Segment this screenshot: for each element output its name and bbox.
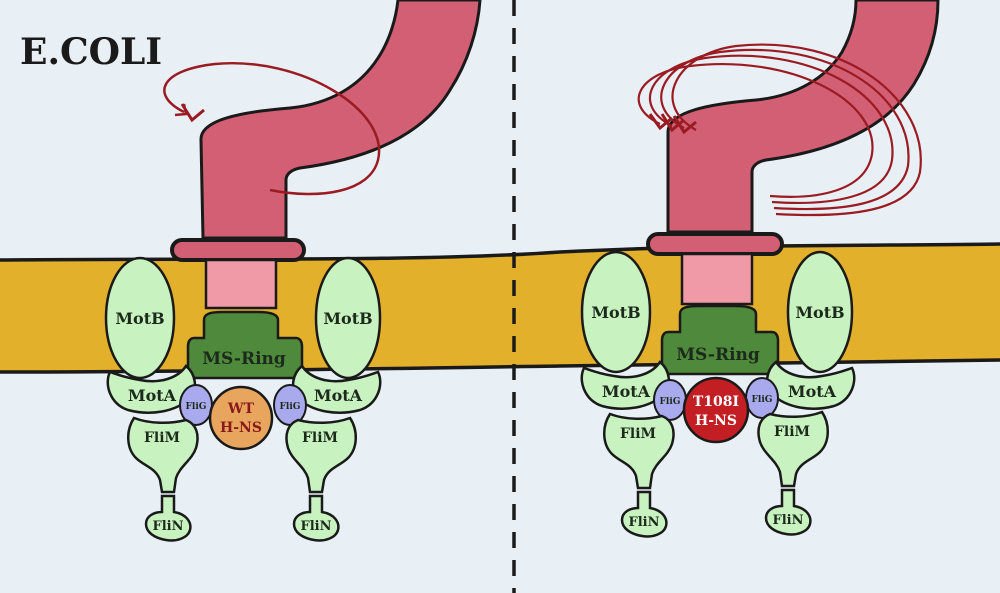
flin-label-left-b: FliN bbox=[301, 519, 332, 534]
mota-label-right-a: MotA bbox=[602, 382, 651, 401]
flim-label-right-a: FliM bbox=[620, 426, 656, 442]
motb-right-b bbox=[786, 250, 854, 374]
motb-left-a bbox=[104, 256, 176, 380]
motb-label-left-a: MotB bbox=[115, 309, 164, 328]
rotation-arrows-right bbox=[637, 43, 922, 217]
flin-label-right-b: FliN bbox=[773, 513, 804, 528]
mota-label-right-b: MotA bbox=[788, 382, 837, 401]
flagellum-filament-left bbox=[199, 0, 482, 240]
rod-right bbox=[680, 252, 754, 306]
motb-left-b bbox=[314, 256, 382, 380]
flim-left-a bbox=[127, 416, 199, 494]
panel-mutant: MS-Ring MotB MotB MotA MotA FliG FliG T1… bbox=[580, 0, 940, 538]
rod-left bbox=[204, 258, 278, 310]
flim-label-left-a: FliM bbox=[144, 430, 180, 446]
flin-label-right-a: FliN bbox=[629, 515, 660, 530]
t108i-hns-label-line1: T108I bbox=[693, 394, 739, 410]
ms-ring-right bbox=[660, 304, 780, 376]
l-ring-right bbox=[646, 232, 784, 256]
motb-label-left-b: MotB bbox=[323, 309, 372, 328]
flig-label-left-a: FliG bbox=[186, 402, 207, 412]
flig-label-right-b: FliG bbox=[752, 395, 773, 405]
flin-left-a bbox=[144, 494, 192, 542]
panel-wild-type: MS-Ring MotB MotB MotA MotA FliG FliG WT… bbox=[104, 0, 482, 542]
flim-right-a bbox=[603, 412, 675, 490]
ms-ring-label-right: MS-Ring bbox=[676, 345, 760, 365]
wt-hns-label-line1: WT bbox=[227, 401, 255, 417]
flim-left-b bbox=[285, 416, 357, 494]
motb-label-right-a: MotB bbox=[591, 303, 640, 322]
flagellum-filament-right bbox=[666, 0, 940, 234]
flim-label-right-b: FliM bbox=[774, 424, 810, 440]
motb-right-a bbox=[580, 250, 652, 374]
ms-ring-label-left: MS-Ring bbox=[202, 349, 286, 369]
t108i-hns-label-line2: H-NS bbox=[695, 413, 737, 429]
flin-left-b bbox=[292, 494, 340, 542]
flim-label-left-b: FliM bbox=[302, 430, 338, 446]
rotation-arrowheads-right bbox=[648, 113, 697, 135]
rotation-arrowhead-left bbox=[180, 103, 205, 123]
t108i-hns bbox=[682, 376, 750, 444]
flig-label-left-b: FliG bbox=[280, 402, 301, 412]
mota-label-left-a: MotA bbox=[128, 386, 177, 405]
flin-right-b bbox=[764, 488, 812, 536]
ms-ring-left bbox=[186, 310, 304, 380]
wt-hns bbox=[208, 385, 274, 451]
l-ring-left bbox=[170, 238, 306, 262]
flim-right-b bbox=[757, 410, 829, 488]
mota-label-left-b: MotA bbox=[314, 386, 363, 405]
mota-left-b bbox=[291, 364, 382, 414]
flin-right-a bbox=[620, 490, 668, 538]
flig-label-right-a: FliG bbox=[660, 397, 681, 407]
rotation-arrow-left bbox=[163, 61, 381, 196]
motb-label-right-b: MotB bbox=[795, 303, 844, 322]
flin-label-left-a: FliN bbox=[153, 519, 184, 534]
wt-hns-label-line2: H-NS bbox=[220, 420, 262, 436]
diagram-title: E.COLI bbox=[20, 31, 162, 73]
